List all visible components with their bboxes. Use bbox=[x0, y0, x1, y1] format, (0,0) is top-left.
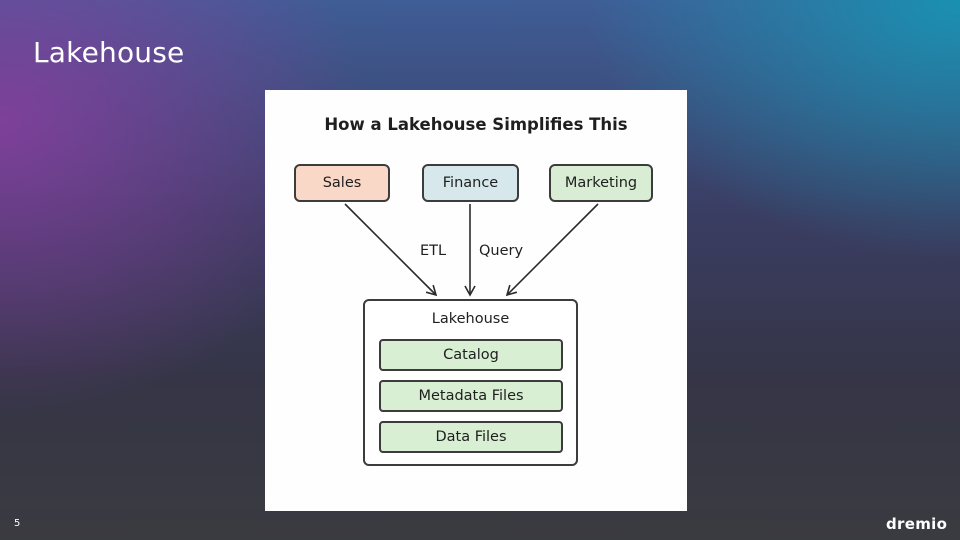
dremio-logo: dremio bbox=[886, 515, 948, 533]
source-box-sales: Sales bbox=[294, 164, 390, 202]
edge-label-query: Query bbox=[479, 243, 524, 259]
lakehouse-label: Lakehouse bbox=[431, 311, 510, 327]
arrow-sales-to-lakehouse bbox=[344, 203, 438, 297]
lakehouse-box: Lakehouse Catalog Metadata Files Data Fi… bbox=[363, 299, 578, 466]
edge-label-etl: ETL bbox=[420, 243, 447, 259]
slide-title: Lakehouse bbox=[33, 36, 185, 69]
layer-catalog: Catalog bbox=[379, 339, 563, 371]
source-box-marketing: Marketing bbox=[549, 164, 653, 202]
layer-metadata-files: Metadata Files bbox=[379, 380, 563, 412]
page-number: 5 bbox=[14, 518, 21, 529]
diagram-title: How a Lakehouse Simplifies This bbox=[324, 115, 628, 134]
layer-data-files: Data Files bbox=[379, 421, 563, 453]
source-box-finance: Finance bbox=[422, 164, 519, 202]
lakehouse-diagram: How a Lakehouse Simplifies This Sales Fi… bbox=[265, 90, 687, 511]
diagram-arrows bbox=[344, 203, 599, 297]
arrow-marketing-to-lakehouse bbox=[505, 203, 599, 297]
